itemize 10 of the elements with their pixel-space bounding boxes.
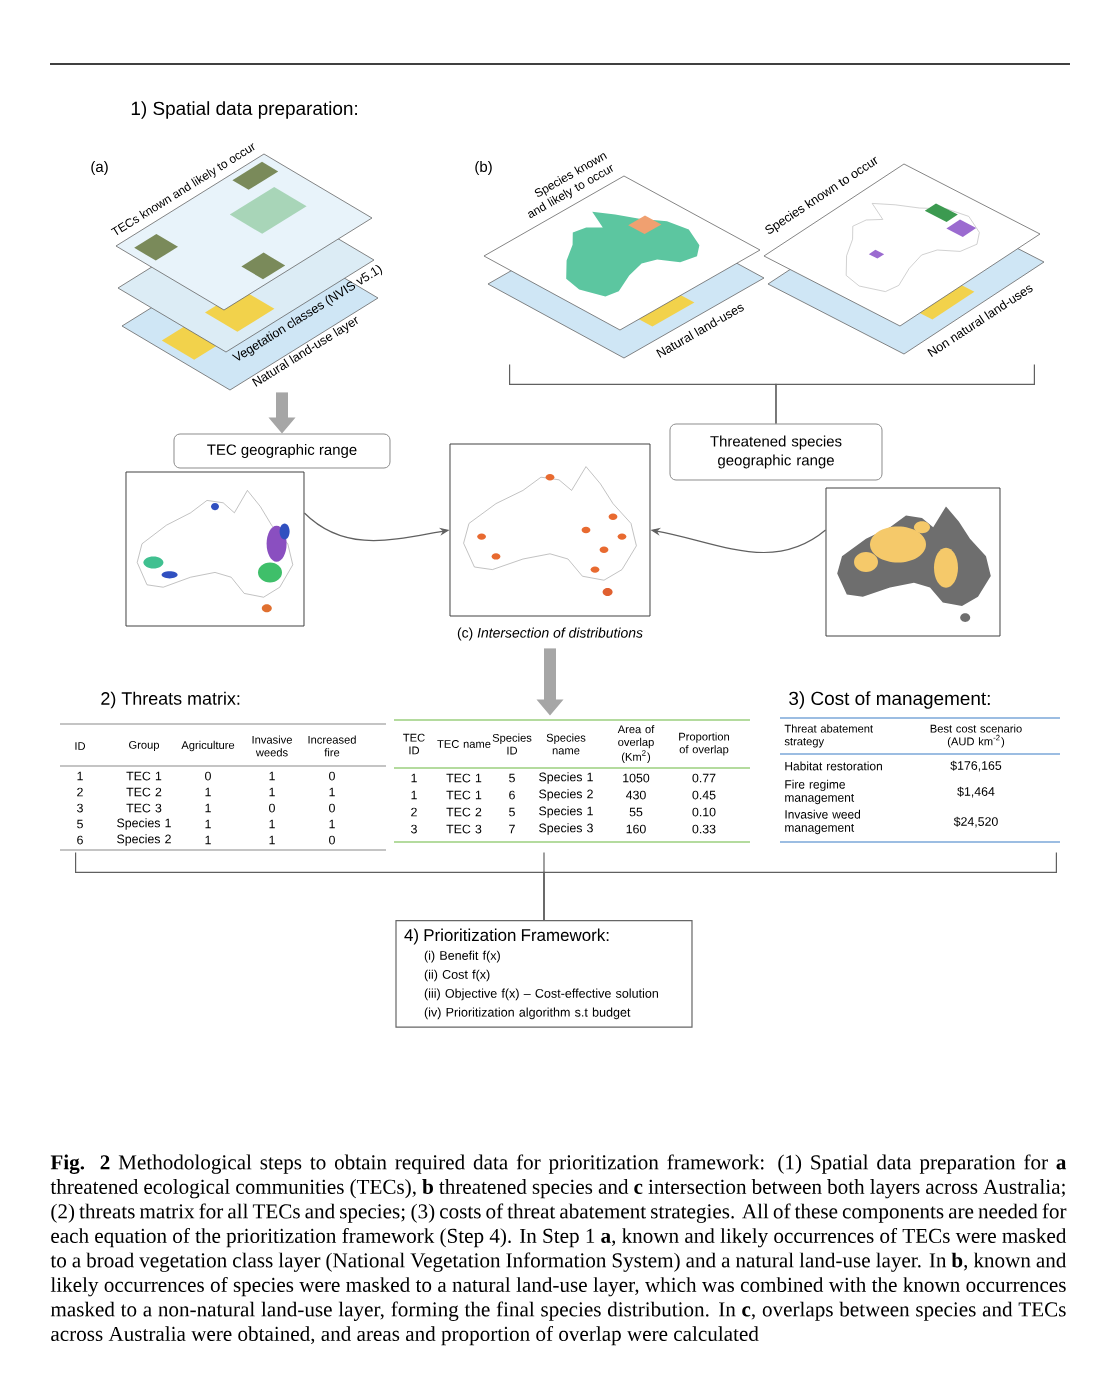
framework-box: [395, 920, 693, 1028]
caption: Fig. 2 Methodological steps to obtain required data for prioritization framework: (1) Spatial data preparation for a threatened ecological communities (TECs), b threatened species and c intersection between both layers across Australia; (2) threats matrix for all TECs and species; (3) costs of threat abatement strategies. All of these components are needed for each equation of the prioritization framework (Step 4). In Step 1 a, known and likely occurrences of TECs were masked to a broad vegetation class layer (National Vegetation Information System) and a natural land-use layer. In b, known and likely occurrences of species were masked to a natural land-use layer, which was combined with the known occurrences masked to a non-natural land-use layer, forming the final species distribution. In c, overlaps between species and TECs across Australia were obtained, and areas and proportion of overlap were calculated: [50, 1154, 1067, 1346]
picture: [825, 487, 1001, 637]
section-heading: 3) Cost of management:: [789, 691, 990, 709]
section-heading: 2) Threats matrix:: [101, 691, 240, 709]
connector-line: [775, 363, 1035, 425]
section-heading: 1) Spatial data preparation:: [131, 101, 357, 119]
connector-line: [543, 851, 1057, 921]
picture: [125, 471, 305, 627]
framework-heading: 4) Prioritization Framework:: [404, 928, 609, 945]
